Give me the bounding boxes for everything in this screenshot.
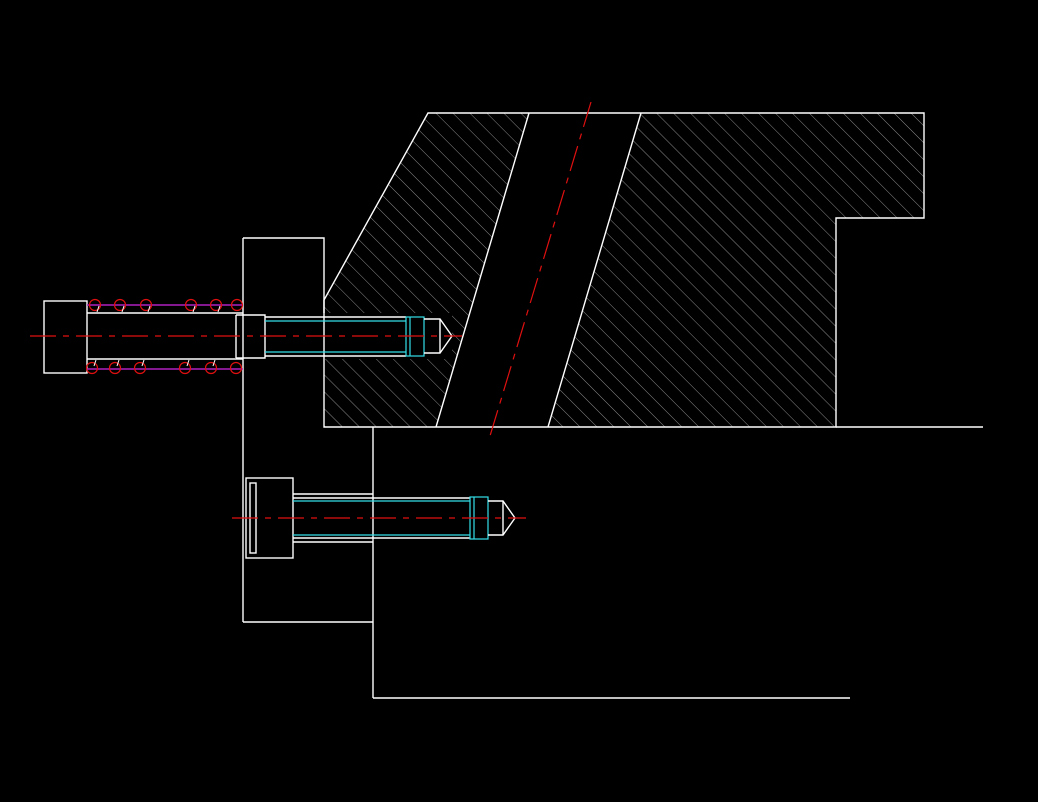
clamp-plate (242, 237, 374, 698)
slant-centerline (489, 101, 592, 437)
spring-loaded-shoulder-bolt (43, 300, 453, 374)
sliding-block (323, 112, 983, 428)
compression-spring (85, 298, 244, 375)
